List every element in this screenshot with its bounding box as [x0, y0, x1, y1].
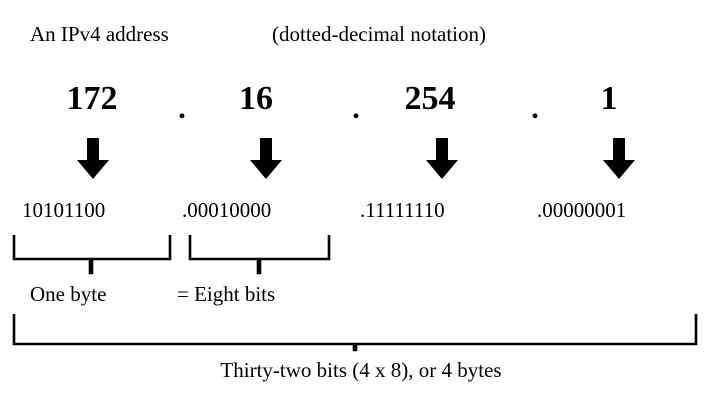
octet-binary-4: .00000001: [537, 198, 627, 222]
down-arrow-icon-4: [602, 138, 636, 180]
octet-decimal-3: 254: [404, 80, 456, 117]
title-right-text: (dotted-decimal notation): [272, 22, 487, 46]
down-arrow-icon-1: [76, 138, 110, 180]
separator-dot-1: .: [178, 92, 186, 125]
octet-decimal-1: 172: [66, 80, 118, 117]
brace-one-byte: [12, 233, 174, 280]
label-eight-bits: = Eight bits: [177, 282, 276, 306]
separator-dot-3: .: [531, 92, 539, 125]
brace-eight-bits: [188, 233, 333, 280]
down-arrow-icon-3: [425, 138, 459, 180]
title-left-text: An IPv4 address: [30, 22, 169, 46]
octet-binary-1: 10101100: [22, 198, 106, 222]
brace-thirty-two-bits: [12, 312, 698, 357]
label-one-byte: One byte: [30, 282, 107, 306]
octet-decimal-4: 1: [600, 80, 618, 117]
separator-dot-2: .: [352, 92, 360, 125]
label-total-bits: Thirty-two bits (4 x 8), or 4 bytes: [220, 358, 502, 382]
down-arrow-icon-2: [249, 138, 283, 180]
octet-binary-2: .00010000: [182, 198, 272, 222]
octet-binary-3: .11111110: [360, 198, 445, 222]
octet-decimal-2: 16: [239, 80, 273, 117]
